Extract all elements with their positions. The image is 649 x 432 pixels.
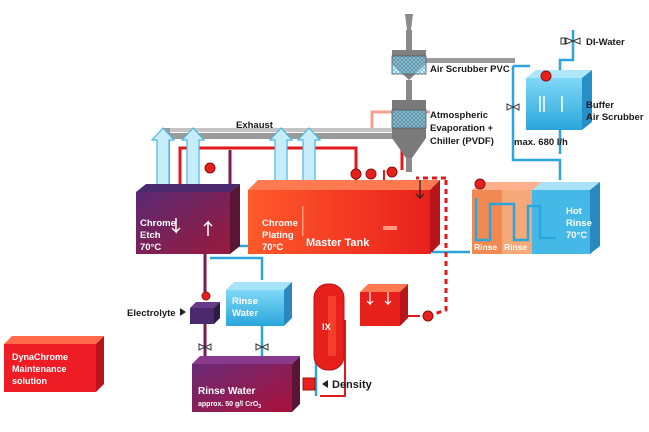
buffer-label-1: Buffer bbox=[586, 100, 614, 111]
exhaust-label: Exhaust bbox=[236, 120, 274, 131]
rinse-water-conc-label: approx. 50 g/l CrO3 bbox=[198, 401, 261, 410]
chrome-plating-label-1: Chrome bbox=[262, 218, 298, 229]
rinse-water-small-label-1: Rinse bbox=[232, 296, 258, 307]
ix-label: IX bbox=[322, 322, 332, 333]
vent-arrow-icons bbox=[150, 127, 322, 191]
max-flow-label: max. 680 l/h bbox=[514, 137, 568, 148]
buffer-air-scrubber-tank bbox=[526, 70, 592, 130]
ix-column bbox=[313, 283, 345, 371]
dynachrome-label-1: DynaChrome bbox=[12, 352, 68, 362]
rinse-water-small-tank bbox=[226, 282, 292, 326]
hot-rinse-label-3: 70°C bbox=[566, 230, 587, 241]
air-scrubber-column bbox=[391, 14, 427, 172]
density-label: Density bbox=[332, 379, 373, 391]
dashed-pipe bbox=[416, 176, 448, 318]
dynachrome-label-2: Maintenance bbox=[12, 364, 67, 374]
chrome-plating-label-2: Plating bbox=[262, 230, 294, 241]
air-scrubber-label: Air Scrubber PVC bbox=[430, 64, 510, 75]
atmospheric-label-2: Evaporation + bbox=[430, 123, 494, 134]
small-red-tank bbox=[360, 284, 408, 326]
hot-rinse-label-2: Rinse bbox=[566, 218, 592, 229]
rinse-cascade-tanks bbox=[472, 182, 600, 254]
chrome-etch-label-1: Chrome bbox=[140, 218, 176, 229]
master-tank-label: Master Tank bbox=[306, 237, 370, 249]
density-sensor bbox=[302, 377, 328, 391]
rinse-b-label: Rinse bbox=[504, 242, 527, 252]
electrolyte-label: Electrolyte bbox=[127, 308, 176, 319]
hot-rinse-label-1: Hot bbox=[566, 206, 583, 217]
atmospheric-label-1: Atmospheric bbox=[430, 110, 488, 121]
di-water-label: DI-Water bbox=[586, 37, 625, 48]
rinse-a-label: Rinse bbox=[474, 242, 497, 252]
chrome-etch-label-3: 70°C bbox=[140, 242, 161, 253]
dynachrome-box bbox=[4, 336, 104, 392]
master-tank bbox=[248, 180, 440, 254]
rinse-water-small-label-2: Water bbox=[232, 308, 258, 319]
pump-icons bbox=[201, 70, 552, 322]
chrome-plating-label-3: 70°C bbox=[262, 242, 283, 253]
buffer-label-2: Air Scrubber bbox=[586, 112, 644, 123]
chrome-etch-label-2: Etch bbox=[140, 230, 161, 241]
dynachrome-label-3: solution bbox=[12, 376, 47, 386]
electrolyte-box bbox=[180, 302, 220, 324]
rinse-water-main-tank bbox=[192, 356, 300, 412]
chrome-etch-tank bbox=[136, 184, 240, 254]
rinse-water-main-label: Rinse Water bbox=[198, 386, 256, 397]
atmospheric-label-3: Chiller (PVDF) bbox=[430, 136, 494, 147]
valve-icons bbox=[198, 37, 581, 351]
